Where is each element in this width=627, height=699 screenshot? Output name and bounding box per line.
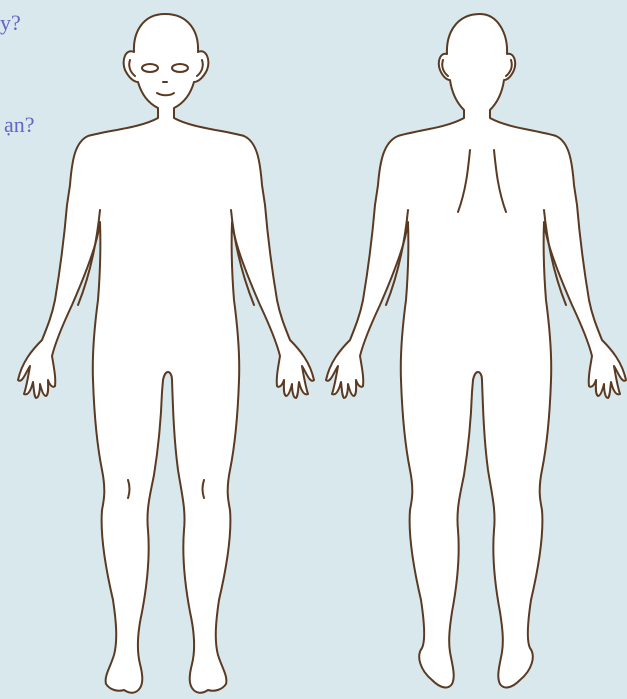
front-body-figure: [18, 14, 314, 693]
front-body-outline: [18, 14, 314, 693]
back-body-figure: [326, 14, 626, 687]
back-body-outline: [326, 14, 626, 687]
